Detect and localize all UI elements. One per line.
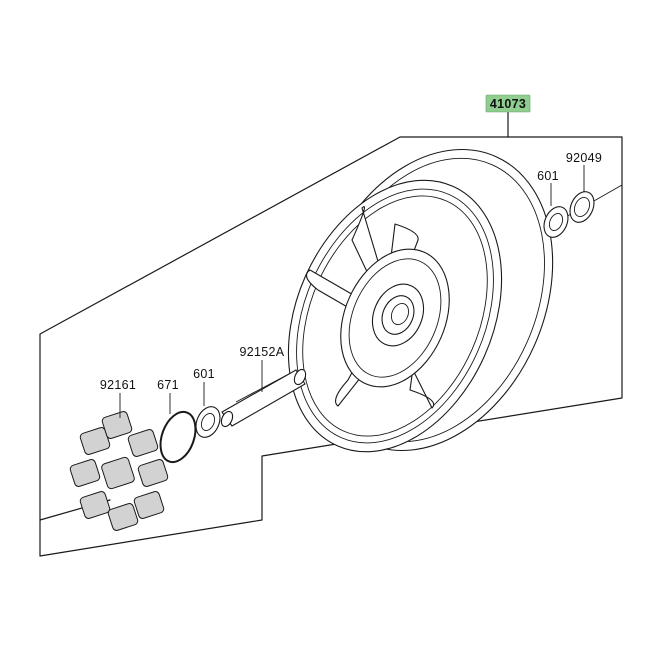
- label-41073: 41073: [490, 97, 526, 111]
- label-92152A: 92152A: [240, 345, 285, 359]
- bearing-right: [543, 206, 569, 238]
- label-92049: 92049: [566, 151, 602, 165]
- frame-outline: [39, 136, 623, 557]
- label-601-right: 601: [537, 169, 559, 183]
- bearing-left: [195, 406, 221, 438]
- rubber-damper: [69, 411, 169, 531]
- rear-wheel: [287, 148, 554, 453]
- o-ring: [159, 410, 197, 464]
- spacer-tube: [220, 368, 307, 428]
- label-92161: 92161: [100, 378, 136, 392]
- label-601-left: 601: [193, 367, 215, 381]
- label-671: 671: [157, 378, 179, 392]
- assembly-label-highlight: [485, 94, 531, 113]
- oil-seal-right: [569, 191, 595, 223]
